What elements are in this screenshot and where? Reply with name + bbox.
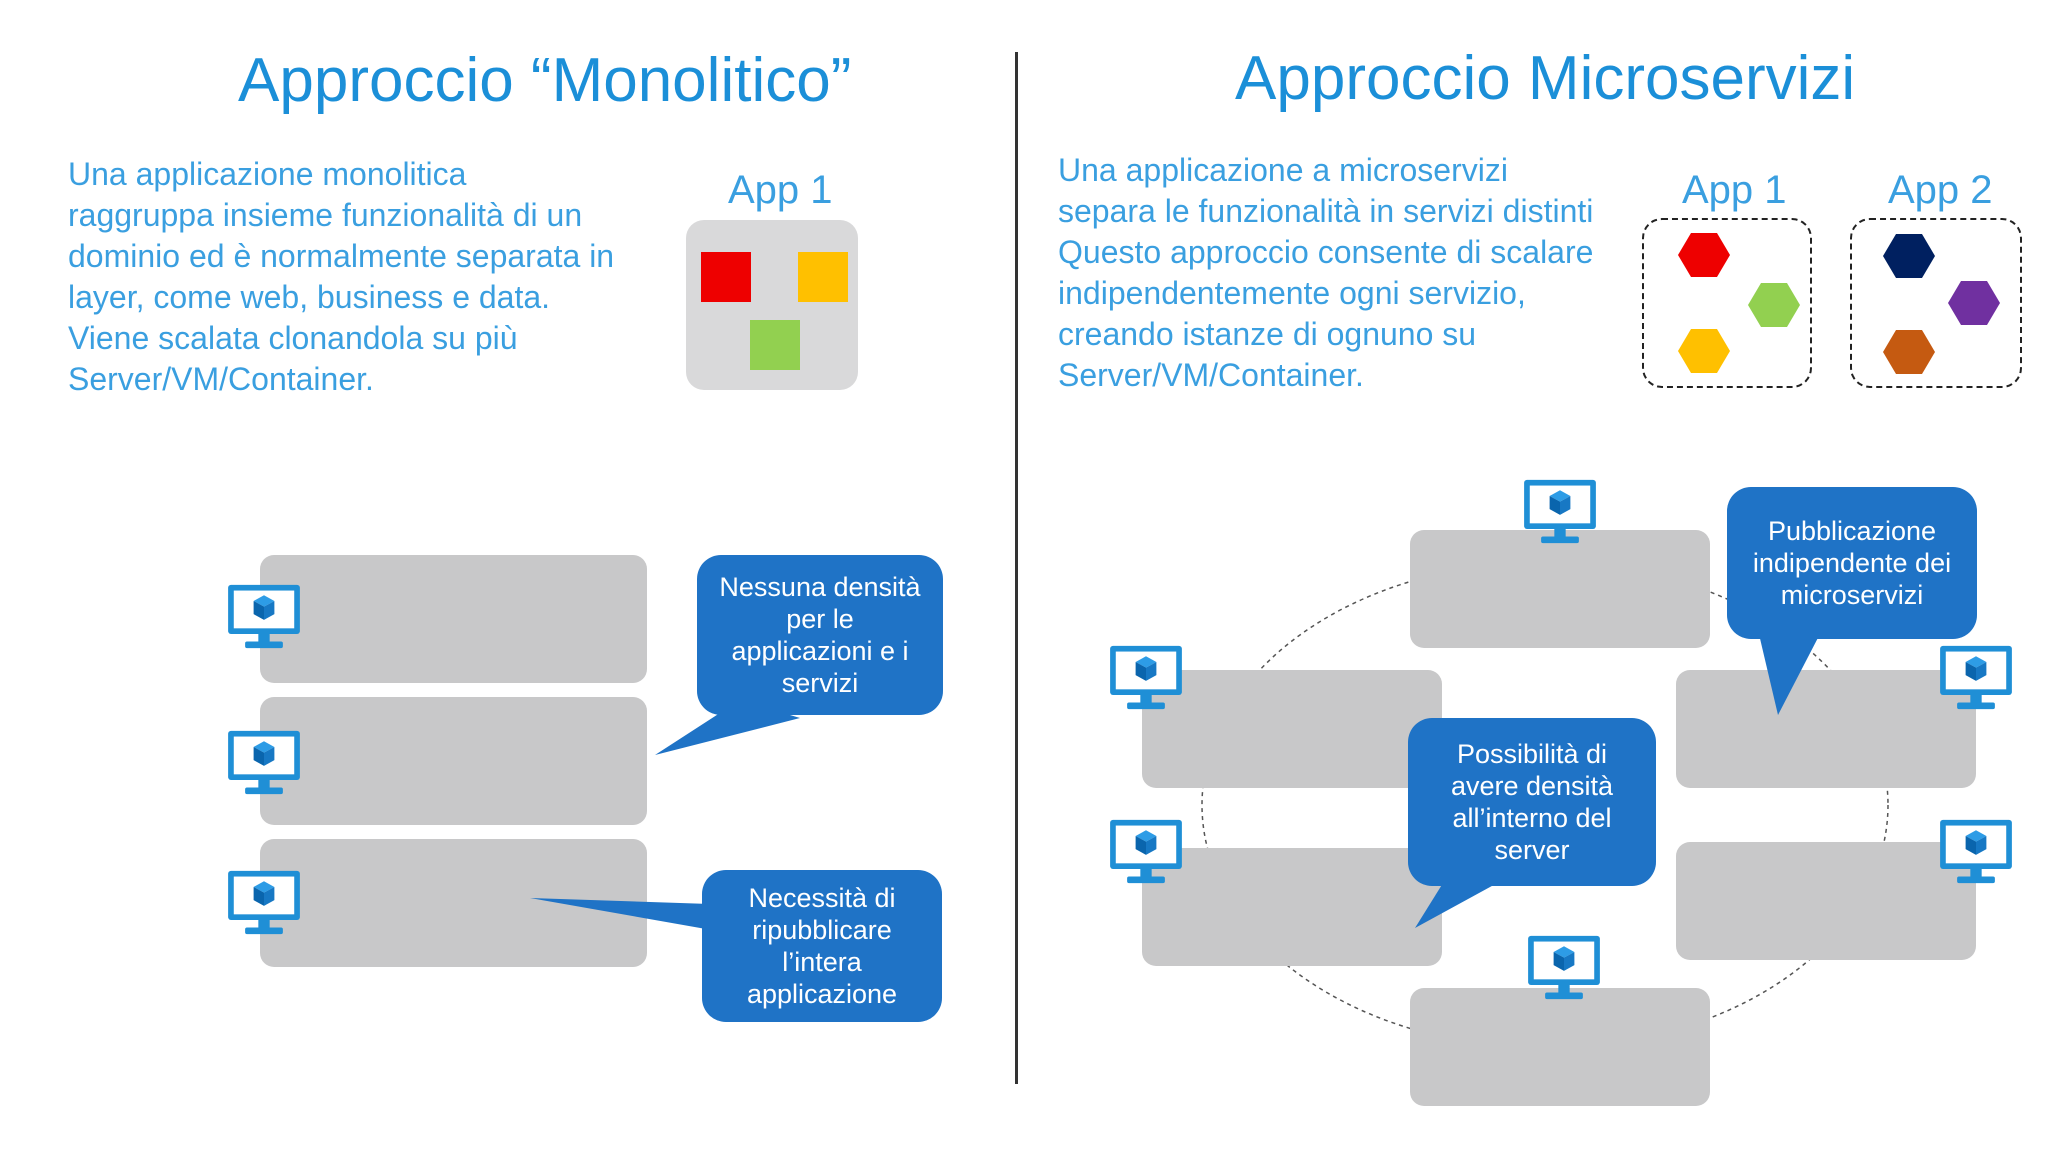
micro-server-upper-right [1676,670,1976,788]
hexagon-icon [1748,283,1800,327]
micro-server-lower-left [1142,848,1442,966]
micro-server-top [1410,530,1710,648]
monolith-app-box [686,220,858,390]
callout-independent-publish: Pubblicazione indipendente dei microserv… [1727,487,1977,639]
micro-server-lower-right [1676,842,1976,960]
microservices-description: Una applicazione a microservizi separa l… [1058,152,1594,393]
callout-density-text: Possibilità di avere densità all’interno… [1450,739,1614,865]
callout-independent-publish-text: Pubblicazione indipendente dei microserv… [1752,516,1952,610]
hexagon-icon [1678,329,1730,373]
callout-republish-text: Necessità di ripubblicare l’intera appli… [746,883,898,1009]
callout-no-density: Nessuna densità per le applicazioni e i … [697,555,943,715]
section-divider [1015,52,1018,1084]
module-yellow [798,252,848,302]
hexagon-icon [1883,330,1935,374]
callout-no-density-text: Nessuna densità per le applicazioni e i … [719,572,921,698]
hexagon-icon [1678,233,1730,277]
hexagon-icon [1948,281,2000,325]
hexagon-icon [1883,234,1935,278]
microservices-app2-box [1850,218,2022,388]
micro-server-upper-left [1142,670,1442,788]
callout-density: Possibilità di avere densità all’interno… [1408,718,1656,886]
microservices-app2-label: App 2 [1888,168,1993,212]
monolith-app-label: App 1 [728,168,833,212]
module-green [750,320,800,370]
callout-republish: Necessità di ripubblicare l’intera appli… [702,870,942,1022]
micro-server-bottom [1410,988,1710,1106]
microservices-app1-label: App 1 [1682,168,1787,212]
monolith-description: Una applicazione monolitica raggruppa in… [68,156,615,397]
microservices-title: Approccio Microservizi [1235,44,1856,113]
module-red [701,252,751,302]
microservices-app1-box [1642,218,1812,388]
monolith-title: Approccio “Monolitico” [238,46,852,115]
monolith-server-2 [260,697,647,825]
monolith-server-1 [260,555,647,683]
